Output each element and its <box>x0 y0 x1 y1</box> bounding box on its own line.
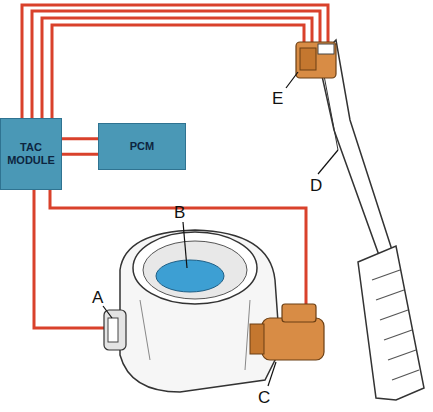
throttle-actuator-motor <box>250 304 324 360</box>
throttle-position-sensor <box>104 310 126 350</box>
wire-connector <box>62 137 98 140</box>
wiring <box>22 5 328 328</box>
callout-letter: B <box>174 204 185 221</box>
callout-letter: A <box>92 289 103 306</box>
pedal-position-sensor <box>296 42 336 78</box>
throttle-body <box>120 230 280 392</box>
box-label: PCM <box>130 140 154 153</box>
module-box: PCM <box>98 123 186 170</box>
callout-letter: E <box>272 90 283 107</box>
callout-letter: C <box>258 389 270 406</box>
wire-connector <box>62 153 98 156</box>
leader-lines <box>103 72 338 386</box>
callout-letter: D <box>310 177 322 194</box>
accelerator-pedal <box>318 40 424 400</box>
box-label: TAC MODULE <box>5 141 57 166</box>
module-box: TAC MODULE <box>0 118 62 190</box>
